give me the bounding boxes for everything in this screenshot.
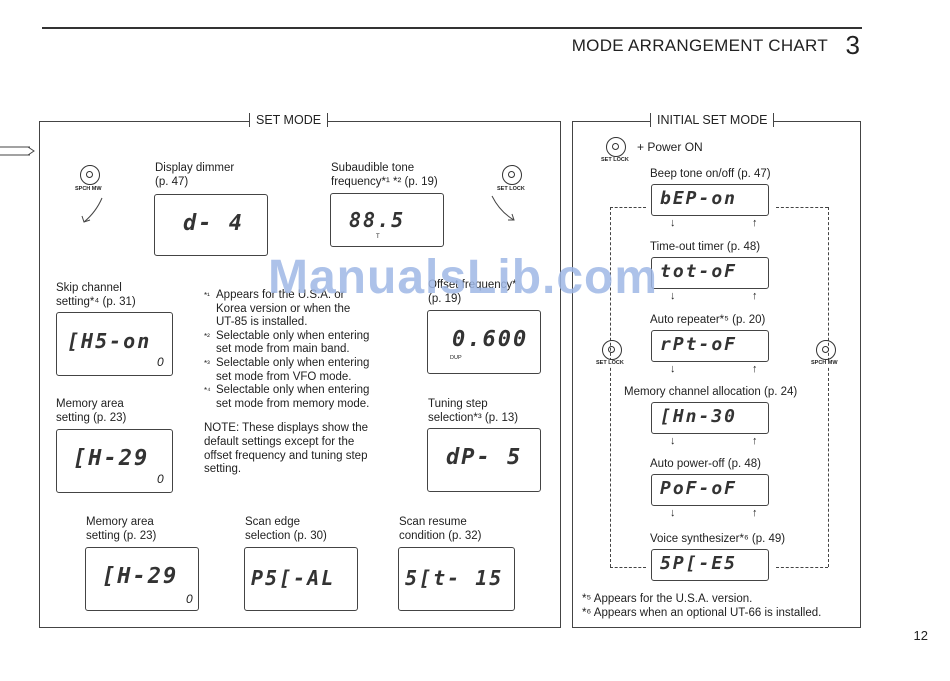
- auto-repeater-label: Auto repeater*⁵ (p. 20): [650, 314, 766, 326]
- offset-frequency-lcd: 0.600 DUP: [427, 310, 541, 374]
- power-on-label: + Power ON: [637, 140, 703, 154]
- chapter-number: 3: [845, 30, 860, 60]
- loop-line: [610, 567, 646, 568]
- subaudible-tone-lcd: 88.5 T: [330, 193, 444, 247]
- memory-area-label: Memory area setting (p. 23): [56, 398, 127, 424]
- down-arrow-icon: ↓: [670, 217, 676, 229]
- loop-line: [828, 207, 829, 567]
- edge-arrow-icon: [0, 144, 36, 158]
- set-lock-label: SET LOCK: [497, 186, 525, 192]
- lcd-readout: tot-oF: [660, 261, 738, 282]
- scan-edge-label: Scan edge selection (p. 30): [245, 516, 327, 542]
- spch-mw-label: SPCH MW: [75, 186, 102, 192]
- lcd-indicator: DUP: [450, 355, 462, 361]
- lcd-indicator: T: [376, 234, 380, 240]
- memory-area-lcd: [H-29 0: [56, 429, 173, 493]
- down-arrow-icon: ↓: [670, 435, 676, 447]
- auto-power-off-label: Auto power-off (p. 48): [650, 458, 762, 470]
- display-dimmer-label: Display dimmer (p. 47): [155, 162, 235, 188]
- lcd-readout: rPt-oF: [660, 334, 738, 355]
- lcd-readout: bEP-on: [660, 188, 738, 209]
- up-arrow-icon: ↑: [752, 363, 758, 375]
- set-mode-title: SET MODE: [249, 113, 329, 127]
- lcd-readout: 88.5: [349, 208, 406, 232]
- beep-tone-lcd: bEP-on: [651, 184, 769, 216]
- set-lock-button-icon: [502, 165, 522, 185]
- lcd-readout: P5[-AL: [251, 566, 336, 590]
- scan-resume-lcd: 5[t- 15: [398, 547, 515, 611]
- loop-line: [776, 567, 828, 568]
- initial-footnote: *⁵ Appears for the U.S.A. version.: [582, 593, 753, 605]
- up-arrow-icon: ↑: [752, 290, 758, 302]
- set-lock-label: SET LOCK: [601, 157, 629, 163]
- watermark: ManualsLib.com: [268, 251, 659, 304]
- lcd-readout: 5P[-E5: [660, 553, 738, 574]
- beep-tone-label: Beep tone on/off (p. 47): [650, 168, 771, 180]
- lcd-indicator: 0: [186, 592, 193, 606]
- lcd-readout: [H-29: [102, 564, 179, 589]
- set-mode-note: NOTE: These displays show the default se…: [204, 422, 369, 476]
- set-lock-button-icon: [602, 340, 622, 360]
- curved-arrow-icon: [80, 196, 110, 226]
- skip-channel-lcd: [H5-on 0: [56, 312, 173, 376]
- set-lock-label: SET LOCK: [596, 360, 624, 366]
- loop-line: [610, 207, 646, 208]
- skip-channel-label: Skip channel setting*⁴ (p. 31): [56, 282, 136, 308]
- lcd-readout: d- 4: [183, 211, 244, 236]
- memory-channel-allocation-label: Memory channel allocation (p. 24): [624, 386, 798, 398]
- spch-mw-button-icon: [80, 165, 100, 185]
- initial-footnote: *⁶ Appears when an optional UT-66 is ins…: [582, 607, 822, 619]
- lcd-readout: [Hn-30: [660, 406, 738, 427]
- curved-arrow-icon: [488, 194, 518, 224]
- page-number: 12: [913, 628, 928, 643]
- spch-mw-button-icon: [816, 340, 836, 360]
- lcd-readout: 5[t- 15: [405, 566, 504, 590]
- loop-line: [610, 207, 611, 567]
- memory-channel-allocation-lcd: [Hn-30: [651, 402, 769, 434]
- scan-edge-lcd: P5[-AL: [244, 547, 358, 611]
- time-out-timer-label: Time-out timer (p. 48): [650, 241, 761, 253]
- up-arrow-icon: ↑: [752, 507, 758, 519]
- set-lock-button-icon: [606, 137, 626, 157]
- loop-line: [776, 207, 828, 208]
- down-arrow-icon: ↓: [670, 363, 676, 375]
- lcd-readout: 0.600: [452, 327, 529, 352]
- auto-repeater-lcd: rPt-oF: [651, 330, 769, 362]
- tuning-step-label: Tuning step selection*³ (p. 13): [428, 398, 519, 424]
- tuning-step-lcd: dP- 5: [427, 428, 541, 492]
- display-dimmer-lcd: d- 4: [154, 194, 268, 256]
- voice-synthesizer-label: Voice synthesizer*⁶ (p. 49): [650, 533, 786, 545]
- initial-set-mode-title: INITIAL SET MODE: [650, 113, 775, 127]
- spch-mw-label: SPCH MW: [811, 360, 838, 366]
- lcd-indicator: 0: [157, 355, 164, 369]
- lcd-readout: [H-29: [73, 446, 150, 471]
- down-arrow-icon: ↓: [670, 507, 676, 519]
- header-rule: [42, 27, 862, 29]
- lcd-readout: PoF-oF: [660, 478, 738, 499]
- lcd-readout: [H5-on: [67, 329, 152, 353]
- down-arrow-icon: ↓: [670, 290, 676, 302]
- page-title: MODE ARRANGEMENT CHART: [571, 36, 828, 55]
- up-arrow-icon: ↑: [752, 217, 758, 229]
- time-out-timer-lcd: tot-oF: [651, 257, 769, 289]
- subaudible-tone-label: Subaudible tone frequency*¹ *² (p. 19): [331, 162, 438, 188]
- lcd-readout: dP- 5: [446, 445, 523, 470]
- memory-area-blink-label: Memory area setting (p. 23): [86, 516, 157, 542]
- memory-area-blink-lcd: [H-29 0: [85, 547, 199, 611]
- lcd-indicator: 0: [157, 472, 164, 486]
- up-arrow-icon: ↑: [752, 435, 758, 447]
- scan-resume-label: Scan resume condition (p. 32): [399, 516, 482, 542]
- offset-frequency-label: Offset frequency* (p. 19): [428, 279, 517, 305]
- voice-synthesizer-lcd: 5P[-E5: [651, 549, 769, 581]
- auto-power-off-lcd: PoF-oF: [651, 474, 769, 506]
